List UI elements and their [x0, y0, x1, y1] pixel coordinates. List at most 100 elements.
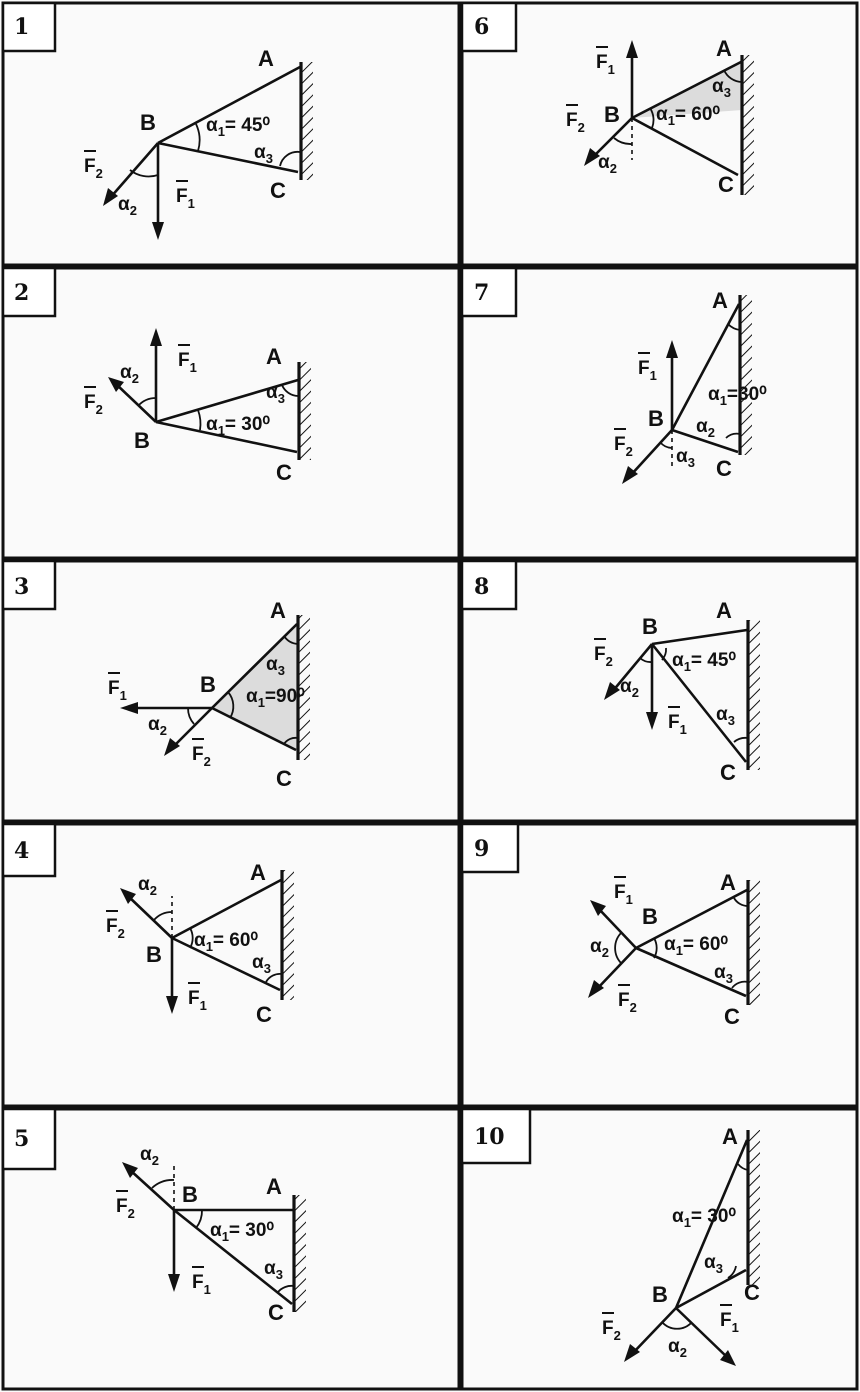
alpha3-subscript: 3 [688, 455, 695, 470]
rod-ba [211, 623, 298, 709]
alpha1-subscript: 1 [668, 113, 675, 128]
f2-letter: F [614, 434, 626, 455]
arrowhead [720, 1350, 736, 1366]
panel-frame [1, 822, 461, 1108]
wall-hatching [740, 295, 752, 455]
alpha1-subscript: 1 [684, 1215, 691, 1230]
force-arrow-f1 [597, 907, 637, 949]
rod-bc [675, 1268, 747, 1310]
force-f2-label: F2 [116, 1196, 135, 1221]
alpha3-symbol: α [252, 952, 264, 973]
panel-number-box [460, 1107, 532, 1165]
alpha3-label: α3 [704, 1252, 723, 1276]
rod-bc [173, 1208, 293, 1306]
angle-arc-alpha1 [195, 1209, 203, 1229]
point-c-label: C [718, 172, 734, 197]
alpha1-subscript: 1 [206, 939, 213, 954]
point-a-label: A [250, 860, 266, 885]
panel-frame [1, 559, 461, 823]
alpha3-label: α3 [714, 962, 733, 986]
panel-number: 2 [14, 280, 29, 306]
alpha1-label: α1= 30⁰ [672, 1206, 736, 1230]
alpha3-symbol: α [266, 654, 278, 675]
alpha3-symbol: α [676, 446, 688, 467]
panel-frame [460, 1107, 859, 1391]
vector-bar [192, 1266, 204, 1268]
point-c-label: C [276, 460, 292, 485]
alpha2-subscript: 2 [610, 161, 617, 176]
alpha3-symbol: α [712, 76, 724, 97]
vector-bar [614, 428, 626, 430]
angle-arc-alpha1 [737, 1163, 749, 1171]
angle-arc-alpha3-a [733, 897, 749, 907]
point-b-label: B [604, 102, 620, 127]
f1-subscript: 1 [190, 360, 197, 375]
angle-arc-alpha1 [197, 409, 202, 431]
alpha2-label: α2 [668, 1336, 687, 1360]
force-f1-label: F1 [638, 358, 657, 383]
f1-letter: F [638, 358, 650, 379]
panel-number: 7 [474, 280, 489, 306]
f1-letter: F [178, 350, 190, 371]
vector-bar [106, 910, 118, 912]
alpha2-subscript: 2 [160, 723, 167, 738]
alpha3-subscript: 3 [716, 1261, 723, 1276]
alpha2-subscript: 2 [632, 685, 639, 700]
force-arrow-f2 [109, 142, 159, 199]
alpha1-symbol: α [672, 650, 684, 671]
alpha3-symbol: α [264, 1258, 276, 1279]
f1-subscript: 1 [200, 998, 207, 1013]
point-c-label: C [256, 1002, 272, 1027]
rod-bc [631, 116, 739, 177]
alpha1-value: =30⁰ [727, 384, 767, 405]
arrowhead [150, 328, 162, 346]
force-f2-label: F2 [594, 644, 613, 669]
alpha1-symbol: α [210, 1220, 222, 1241]
f2-letter: F [106, 916, 118, 937]
panel-number: 6 [474, 14, 489, 40]
alpha1-subscript: 1 [720, 393, 727, 408]
f1-letter: F [192, 1272, 204, 1293]
panel-2: 2 A B C F1 F2 α1= 30⁰ α2 α3 [1, 266, 461, 560]
angle-arc-alpha3 [265, 973, 283, 983]
force-f2-label: F2 [618, 990, 637, 1015]
alpha1-symbol: α [656, 104, 668, 125]
f1-letter: F [188, 988, 200, 1009]
point-c-label: C [744, 1280, 760, 1305]
wall-hatching [282, 870, 294, 1000]
f1-subscript: 1 [204, 1282, 211, 1297]
alpha2-symbol: α [598, 152, 610, 173]
alpha3-subscript: 3 [266, 151, 273, 166]
alpha1-value: = 60⁰ [683, 934, 729, 955]
force-f1-label: F1 [178, 350, 197, 375]
alpha2-symbol: α [148, 714, 160, 735]
f1-subscript: 1 [680, 722, 687, 737]
point-b-label: B [200, 672, 216, 697]
f2-letter: F [116, 1196, 128, 1217]
alpha2-symbol: α [140, 1144, 152, 1165]
alpha1-value: = 60⁰ [213, 930, 259, 951]
alpha2-symbol: α [696, 416, 708, 437]
f1-letter: F [176, 186, 188, 207]
vector-bar [178, 344, 190, 346]
point-a-label: A [722, 1124, 738, 1149]
vector-bar [618, 984, 630, 986]
alpha2-label: α2 [120, 362, 139, 386]
f1-letter: F [720, 1310, 732, 1331]
arrowhead [164, 738, 180, 756]
angle-arc-alpha1 [189, 927, 194, 949]
alpha2-subscript: 2 [708, 425, 715, 440]
panel-3: 3 A B C F1 F2 α1=90⁰ α2 α3 [1, 559, 461, 823]
panel-10: 10 A B C F1 F2 α1= 30⁰ α2 α3 [460, 1107, 859, 1391]
alpha2-subscript: 2 [150, 883, 157, 898]
force-f2-label: F2 [84, 392, 103, 417]
f2-subscript: 2 [204, 754, 211, 769]
force-f1-label: F1 [668, 712, 687, 737]
panel-frame [1, 1, 461, 267]
arrowhead [120, 702, 138, 714]
point-b-label: B [134, 428, 150, 453]
alpha3-label: α3 [712, 76, 731, 100]
angle-arc-alpha3 [277, 1284, 295, 1293]
rod-bc [157, 141, 299, 174]
